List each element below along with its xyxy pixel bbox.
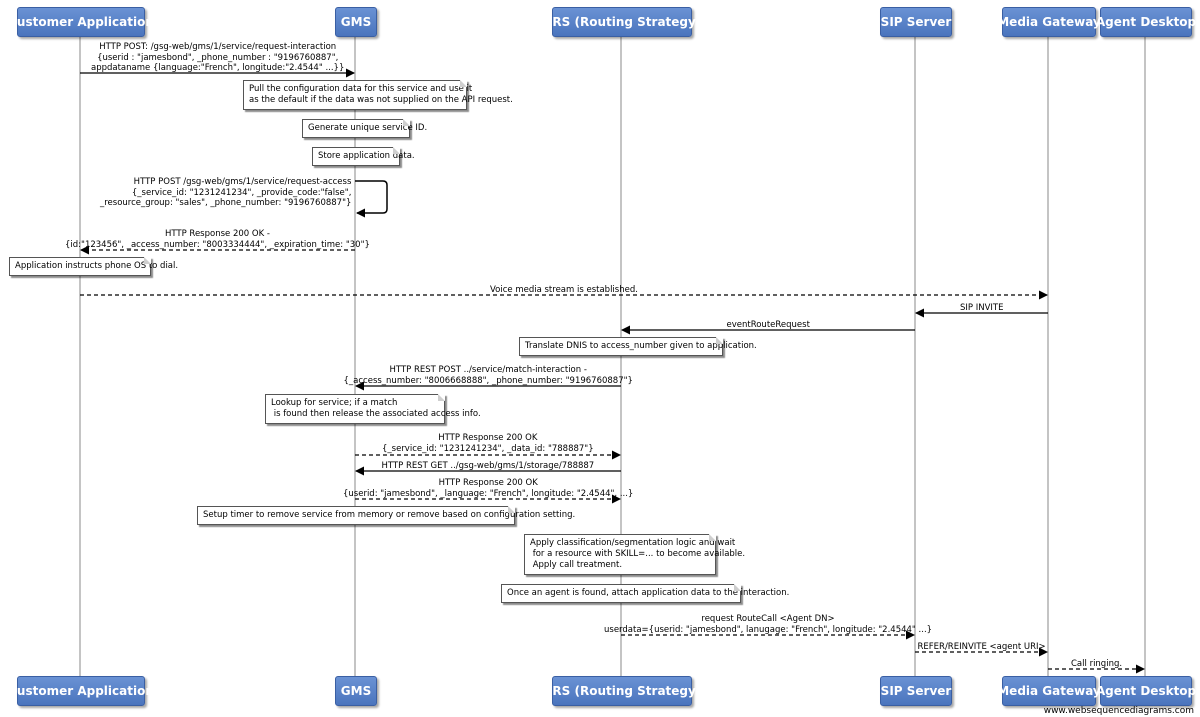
actor-customer-bottom: Customer Application	[8, 676, 154, 706]
message-label-7: HTTP REST POST ../service/match-interact…	[343, 365, 633, 386]
actor-urs-top: URS (Routing Strategy)	[543, 7, 701, 37]
message-label-11: request RouteCall <Agent DN> userdata={u…	[604, 614, 933, 635]
actor-mgw-top: Media Gateway	[997, 7, 1101, 37]
actor-gms-top: GMS	[335, 7, 377, 37]
message-label-3: HTTP Response 200 OK - {id:"123456", _ac…	[65, 229, 370, 250]
message-label-1: HTTP POST: /gsg-web/gms/1/service/reques…	[91, 42, 345, 73]
note-6: Lookup for service; if a match is found …	[265, 394, 481, 424]
message-label-2: HTTP POST /gsg-web/gms/1/service/request…	[100, 177, 352, 208]
message-arrow-2	[355, 180, 388, 218]
message-label-6: eventRouteRequest	[726, 320, 810, 330]
note-7: Setup timer to remove service from memor…	[197, 506, 575, 525]
message-label-12: REFER/REINVITE <agent URI>	[917, 642, 1046, 652]
message-label-13: Call ringing.	[1071, 659, 1123, 669]
message-label-9: HTTP REST GET ../gsg-web/gms/1/storage/7…	[381, 461, 595, 471]
message-label-10: HTTP Response 200 OK {userid: "jamesbond…	[343, 478, 634, 499]
actor-sip-bottom: SIP Server	[880, 676, 952, 706]
note-8: Apply classification/segmentation logic …	[524, 534, 745, 575]
actor-mgw-bottom: Media Gateway	[997, 676, 1101, 706]
note-1: Pull the configuration data for this ser…	[243, 80, 513, 110]
actor-agent-top: Agent Desktop	[1096, 7, 1196, 37]
actor-customer-top: Customer Application	[8, 7, 154, 37]
message-label-5: SIP INVITE	[960, 303, 1004, 313]
message-label-8: HTTP Response 200 OK {_service_id: "1231…	[382, 433, 594, 454]
note-4: Application instructs phone OS to dial.	[9, 257, 178, 276]
footer-credit: www.websequencediagrams.com	[1043, 706, 1194, 716]
note-3: Store application data.	[312, 147, 415, 166]
actor-sip-top: SIP Server	[880, 7, 952, 37]
message-label-4: Voice media stream is established.	[490, 285, 638, 295]
note-2: Generate unique service ID.	[302, 119, 427, 138]
note-9: Once an agent is found, attach applicati…	[501, 584, 789, 603]
actor-gms-bottom: GMS	[335, 676, 377, 706]
note-5: Translate DNIS to access_number given to…	[519, 337, 757, 356]
actor-urs-bottom: URS (Routing Strategy)	[543, 676, 701, 706]
actor-agent-bottom: Agent Desktop	[1096, 676, 1196, 706]
